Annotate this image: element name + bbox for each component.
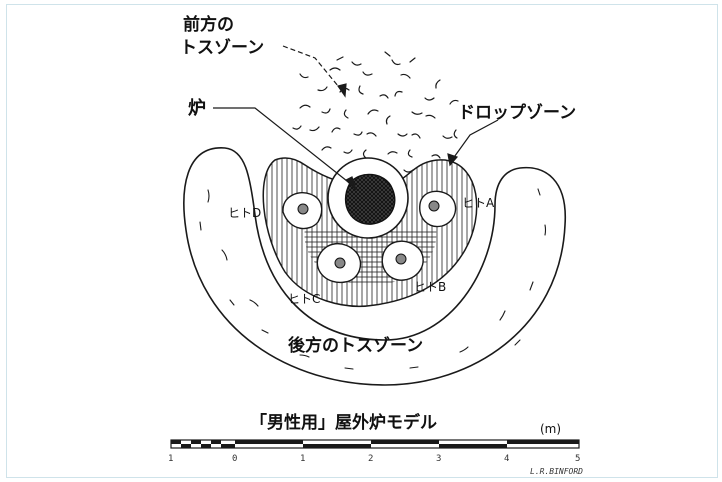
forward-toss-label-line2: トスゾーン (180, 38, 264, 58)
rear-toss-dashes (199, 188, 547, 370)
scale-tick-label: 4 (504, 454, 509, 464)
hearth-label: 炉 (188, 97, 206, 119)
hearth-center (344, 173, 396, 225)
scale-tick-label: 2 (368, 454, 373, 464)
scale-unit: (m) (540, 422, 561, 436)
rear-toss-zone (183, 147, 566, 386)
person-a-label: ヒトA (462, 196, 495, 210)
person-c-figure (316, 243, 362, 284)
drop-zone-label: ドロップゾーン (458, 102, 576, 123)
rear-toss-label: 後方のトスゾーン (288, 335, 423, 356)
person-d-figure (282, 192, 323, 230)
scale-tick-label: 5 (575, 454, 580, 464)
person-b-figure (381, 240, 424, 281)
credit-signature: L.R.BINFORD (530, 467, 583, 476)
person-b-label: ヒトB (414, 280, 446, 294)
forward-toss-label-line1: 前方の (183, 14, 234, 35)
scale-tick-label: 3 (436, 454, 441, 464)
leader-lines (213, 45, 499, 191)
scale-bar (170, 439, 580, 449)
figure-title: 「男性用」屋外炉モデル (250, 412, 437, 433)
scale-tick-label: 0 (232, 454, 237, 464)
person-a-figure (419, 190, 457, 228)
forward-toss-scatter (292, 51, 459, 173)
person-c-label: ヒトC (288, 292, 320, 306)
scale-tick-label: 1 (300, 454, 305, 464)
scale-tick-label: 1 (168, 454, 173, 464)
person-d-label: ヒトD (228, 206, 261, 220)
